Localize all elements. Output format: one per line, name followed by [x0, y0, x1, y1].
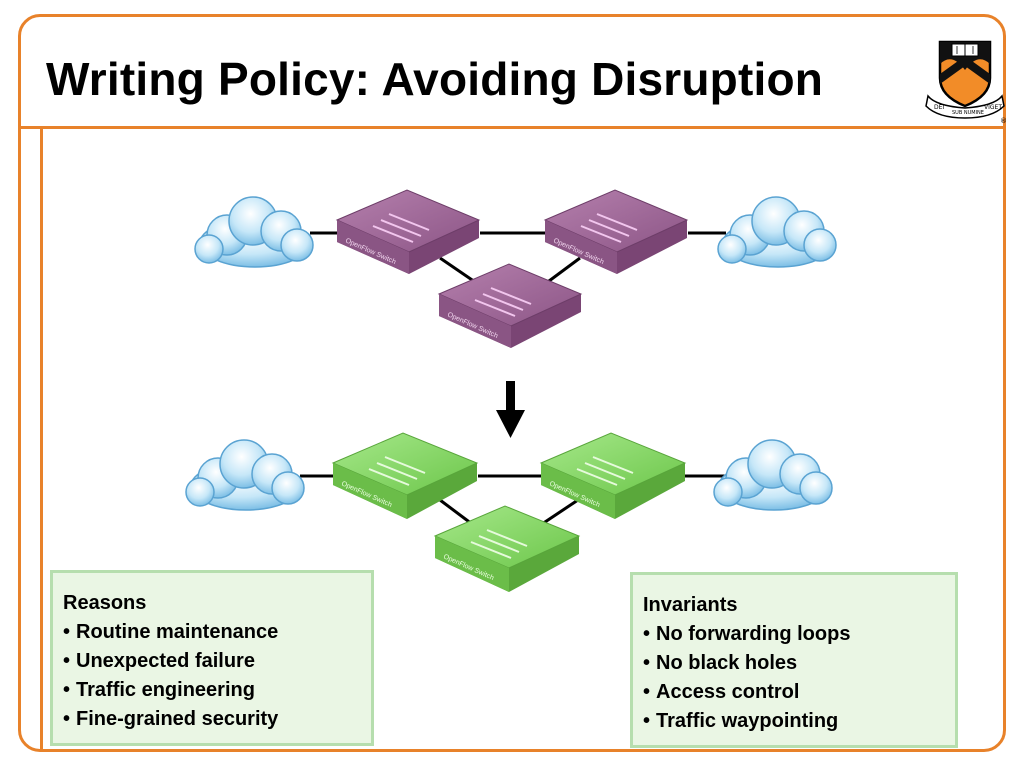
- green-switch-middle: OpenFlow Switch: [433, 505, 581, 592]
- list-item-text: No forwarding loops: [656, 623, 851, 645]
- cloud-icon: [185, 439, 305, 511]
- princeton-shield-logo: DEI SUB NUMINE VIGET ®: [925, 40, 1007, 124]
- list-item-text: Access control: [656, 681, 800, 703]
- list-item: •Traffic waypointing: [643, 707, 955, 736]
- top-network-links: [310, 231, 726, 286]
- list-item: •No forwarding loops: [643, 620, 955, 649]
- list-item: •Unexpected failure: [63, 647, 371, 676]
- list-item: •No black holes: [643, 649, 955, 678]
- logo-motto-right: VIGET: [984, 104, 1002, 111]
- invariants-box: Invariants •No forwarding loops •No blac…: [630, 572, 958, 748]
- list-item: •Traffic engineering: [63, 676, 371, 705]
- bullet-icon: •: [643, 623, 651, 645]
- invariants-list: •No forwarding loops •No black holes •Ac…: [643, 620, 955, 736]
- list-item: •Routine maintenance: [63, 618, 371, 647]
- slide-title: Writing Policy: Avoiding Disruption: [46, 53, 824, 105]
- list-item-text: Unexpected failure: [76, 650, 255, 672]
- list-item-text: Traffic engineering: [76, 679, 255, 701]
- cloud-icon: [717, 196, 837, 268]
- list-item-text: Traffic waypointing: [656, 710, 839, 732]
- purple-switch-middle: OpenFlow Switch: [437, 263, 583, 348]
- invariants-heading: Invariants: [643, 594, 738, 616]
- bullet-icon: •: [63, 621, 71, 643]
- cloud-icon: [194, 196, 314, 268]
- bullet-icon: •: [643, 710, 651, 732]
- cloud-icon: [713, 439, 833, 511]
- logo-registered-mark: ®: [1000, 117, 1007, 124]
- reasons-list: •Routine maintenance •Unexpected failure…: [63, 618, 371, 734]
- reasons-box: Reasons •Routine maintenance •Unexpected…: [50, 570, 374, 746]
- list-item-text: Fine-grained security: [76, 708, 279, 730]
- side-divider: [40, 126, 43, 752]
- down-arrow-icon: [496, 381, 525, 438]
- list-item: •Access control: [643, 678, 955, 707]
- bullet-icon: •: [63, 679, 71, 701]
- list-item-text: No black holes: [656, 652, 798, 674]
- list-item-text: Routine maintenance: [76, 621, 279, 643]
- list-item: •Fine-grained security: [63, 705, 371, 734]
- green-switch-left: OpenFlow Switch: [331, 432, 479, 519]
- reasons-heading: Reasons: [63, 592, 147, 614]
- bullet-icon: •: [63, 708, 71, 730]
- bullet-icon: •: [643, 681, 651, 703]
- title-divider: [18, 126, 1006, 129]
- green-switch-right: OpenFlow Switch: [539, 432, 687, 519]
- purple-switch-right: OpenFlow Switch: [543, 189, 689, 274]
- logo-motto-left: DEI: [934, 104, 944, 111]
- bullet-icon: •: [63, 650, 71, 672]
- purple-switch-left: OpenFlow Switch: [335, 189, 481, 274]
- logo-motto-center: SUB NUMINE: [952, 110, 984, 116]
- bullet-icon: •: [643, 652, 651, 674]
- slide-frame: [18, 14, 1006, 752]
